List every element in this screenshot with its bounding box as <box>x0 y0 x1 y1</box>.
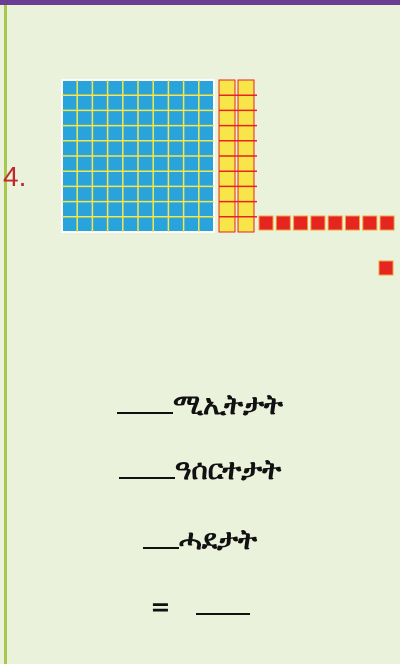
total-blank[interactable] <box>196 605 250 615</box>
base-ten-blocks <box>0 0 400 300</box>
one-unit <box>328 216 342 230</box>
tens-label: ዓሰርተታት <box>175 453 281 486</box>
tens-blank[interactable] <box>119 469 175 479</box>
hundreds-answer-line: ሚኢትታት <box>0 388 400 422</box>
one-unit <box>380 216 394 230</box>
one-unit <box>311 216 325 230</box>
one-unit <box>346 216 360 230</box>
one-unit <box>363 216 377 230</box>
ones-answer-line: ሓደታት <box>0 523 400 557</box>
one-unit <box>379 261 393 275</box>
one-unit <box>276 216 290 230</box>
hundreds-label: ሚኢትታት <box>173 388 283 421</box>
ones-blank[interactable] <box>143 539 179 549</box>
hundreds-blank[interactable] <box>117 404 173 414</box>
one-unit <box>259 216 273 230</box>
total-line: = <box>0 593 400 622</box>
one-unit <box>294 216 308 230</box>
tens-answer-line: ዓሰርተታት <box>0 453 400 487</box>
equals-sign: = <box>150 593 170 621</box>
ones-label: ሓደታት <box>179 523 257 556</box>
